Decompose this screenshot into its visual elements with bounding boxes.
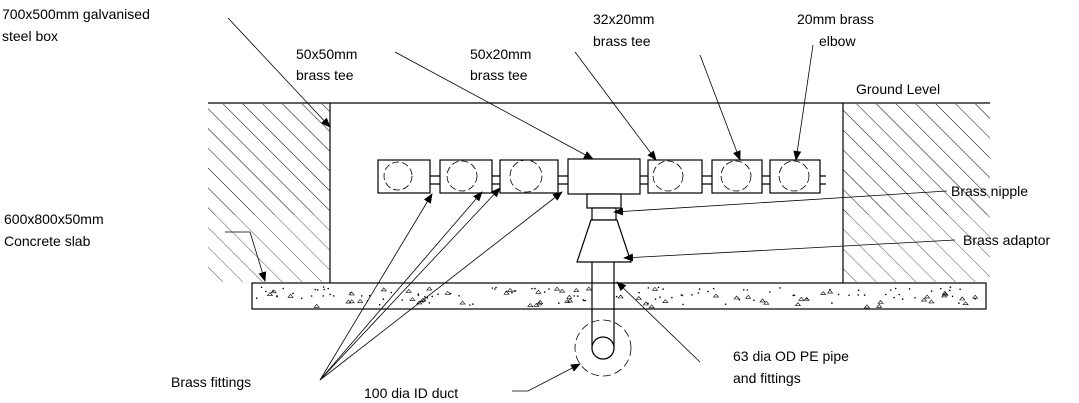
left-soil-hatch bbox=[208, 104, 330, 282]
label-duct: 100 dia ID duct bbox=[364, 385, 458, 401]
label-concrete-slab-1: 600x800x50mm bbox=[4, 211, 104, 227]
label-pe-pipe-1: 63 dia OD PE pipe bbox=[733, 348, 849, 364]
label-concrete-slab-2: Concrete slab bbox=[4, 233, 91, 249]
concrete-slab bbox=[251, 282, 987, 310]
fitting-3 bbox=[499, 159, 559, 194]
fitting-2 bbox=[439, 159, 493, 194]
label-brass-adaptor: Brass adaptor bbox=[963, 232, 1050, 248]
duct-circle bbox=[574, 319, 632, 377]
leader-lines bbox=[225, 17, 956, 392]
label-tee-50x20-1: 50x20mm bbox=[470, 46, 531, 62]
fitting-6 bbox=[711, 159, 763, 194]
label-tee-50x50-2: brass tee bbox=[296, 67, 354, 83]
label-brass-nipple: Brass nipple bbox=[951, 183, 1028, 199]
label-tee-32x20-1: 32x20mm bbox=[593, 11, 654, 27]
brass-tee-50x50 bbox=[567, 158, 641, 209]
brass-adaptor bbox=[576, 219, 632, 263]
label-steel-box-1: 700x500mm galvanised bbox=[2, 6, 150, 22]
label-tee-50x50-1: 50x50mm bbox=[296, 46, 357, 62]
label-elbow-2: elbow bbox=[819, 33, 856, 49]
label-elbow-1: 20mm brass bbox=[797, 11, 874, 27]
brass-nipple bbox=[591, 207, 617, 221]
brass-elbow-20mm bbox=[769, 159, 821, 194]
fitting-5 bbox=[647, 159, 703, 194]
pe-pipe bbox=[591, 262, 615, 360]
label-brass-fittings: Brass fittings bbox=[171, 374, 251, 390]
fitting-1 bbox=[377, 159, 431, 194]
label-steel-box-2: steel box bbox=[2, 28, 58, 44]
label-tee-50x20-2: brass tee bbox=[470, 67, 528, 83]
label-pe-pipe-2: and fittings bbox=[733, 370, 801, 386]
label-ground-level: Ground Level bbox=[856, 81, 940, 97]
label-tee-32x20-2: brass tee bbox=[593, 33, 651, 49]
